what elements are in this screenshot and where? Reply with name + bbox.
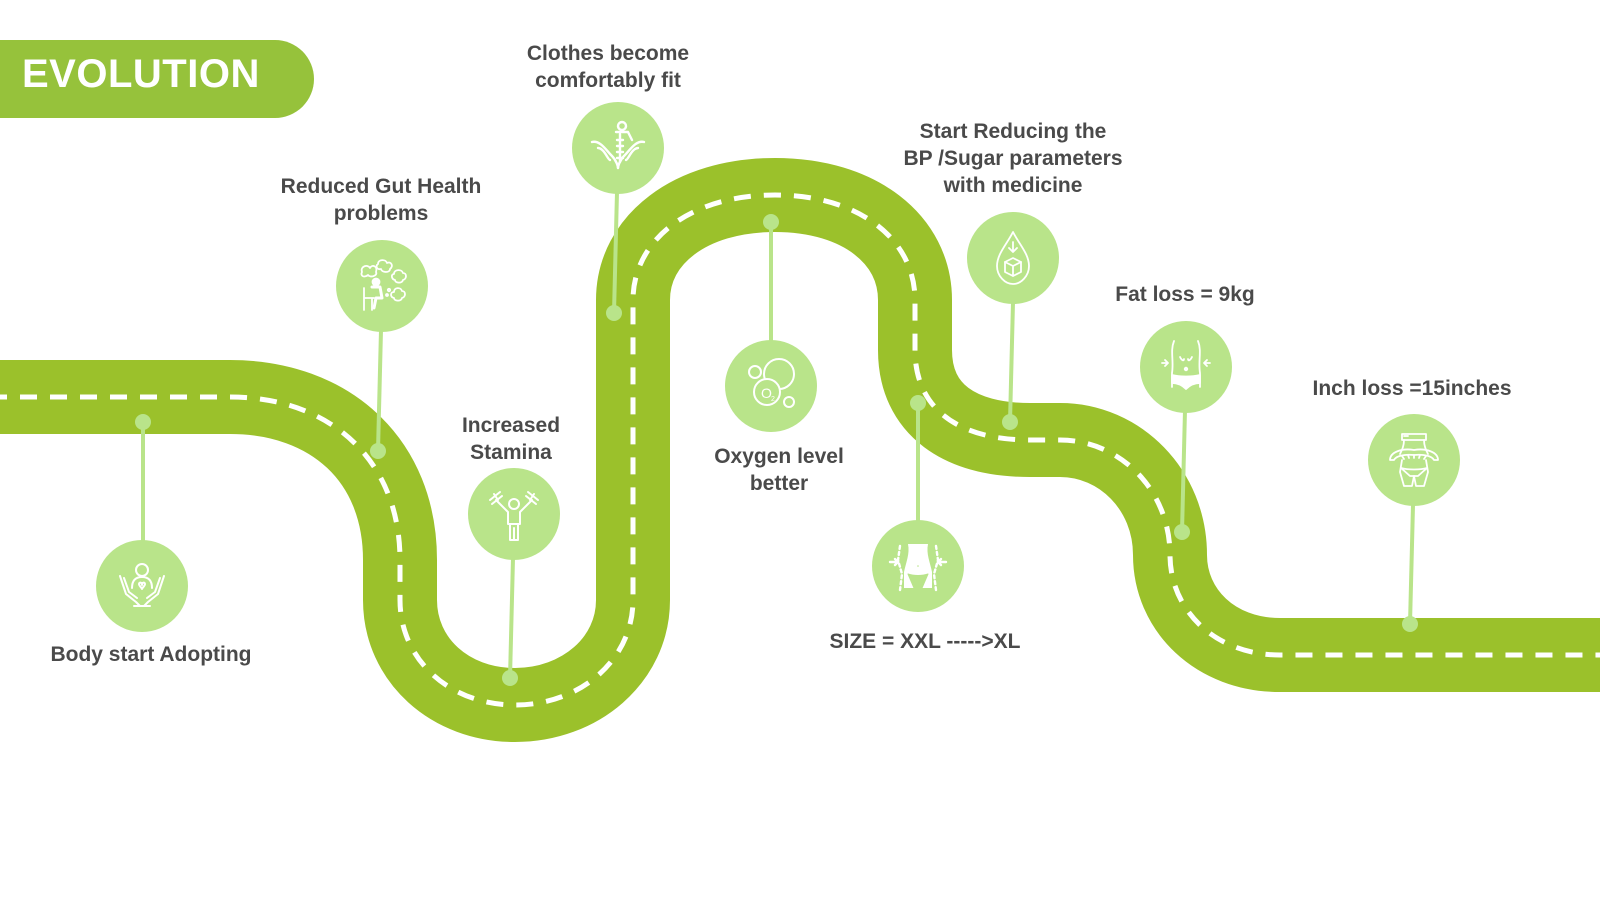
person-thinking-clouds-icon (360, 259, 407, 311)
road-dot-body-adopting (135, 414, 151, 430)
road-dot-clothes-fit (606, 305, 622, 321)
milestone-badge-oxygen: O 2 (725, 340, 817, 432)
page-title: EVOLUTION (22, 52, 260, 96)
milestone-label-size: SIZE = XXL ----->XL (829, 630, 1021, 653)
road-dot-bp-sugar (1002, 414, 1018, 430)
milestone-badge-bp-sugar (967, 212, 1059, 304)
connector-clothes-fit (612, 191, 619, 314)
milestone-label-body-adopting: Body start Adopting (50, 643, 252, 666)
connector-stamina (508, 557, 515, 679)
back-spine-hands-icon (590, 120, 646, 170)
milestone-badge-fat-loss (1140, 321, 1232, 413)
connector-gut-health (376, 329, 383, 452)
sugar-drop-icon (996, 231, 1030, 285)
milestone-label-oxygen: Oxygen level better (714, 445, 844, 495)
connector-bp-sugar (1008, 301, 1015, 423)
milestone-badge-stamina (468, 468, 560, 560)
milestone-badge-size (872, 520, 964, 612)
svg-text:O: O (761, 385, 772, 401)
road-dot-gut-health (370, 443, 386, 459)
hands-holding-person-icon (119, 563, 165, 607)
svg-text:2: 2 (771, 396, 775, 403)
oxygen-bubbles-icon: O 2 (748, 358, 795, 408)
milestone-badge-gut-health (336, 240, 428, 332)
milestone-label-clothes-fit: Clothes become comfortably fit (526, 42, 690, 92)
milestone-badge-inch-loss (1368, 414, 1460, 506)
waist-slimming-icon (888, 544, 948, 592)
belly-fat-loss-icon (1161, 340, 1211, 390)
person-lifting-dumbbells-icon (489, 491, 539, 541)
road-dot-oxygen (763, 214, 779, 230)
road-dot-stamina (502, 670, 518, 686)
road-dot-inch-loss (1402, 616, 1418, 632)
road-dot-size (910, 395, 926, 411)
milestone-label-bp-sugar: Start Reducing the BP /Sugar parameters … (903, 120, 1123, 197)
connector-inch-loss (1408, 504, 1415, 625)
milestone-label-inch-loss: Inch loss =15inches (1312, 377, 1512, 400)
milestone-label-gut-health: Reduced Gut Health problems (280, 175, 482, 225)
milestone-badge-clothes-fit (572, 102, 664, 194)
connector-fat-loss (1180, 409, 1187, 533)
measuring-tape-waist-icon (1389, 433, 1439, 487)
connectors (135, 191, 1418, 686)
milestone-label-fat-loss: Fat loss = 9kg (1115, 283, 1255, 306)
milestone-badge-body-adopting (96, 540, 188, 632)
road-center-dashes (0, 192, 1600, 708)
milestone-label-stamina: Increased Stamina (461, 414, 561, 464)
road-dot-fat-loss (1174, 524, 1190, 540)
title-banner (0, 40, 314, 118)
